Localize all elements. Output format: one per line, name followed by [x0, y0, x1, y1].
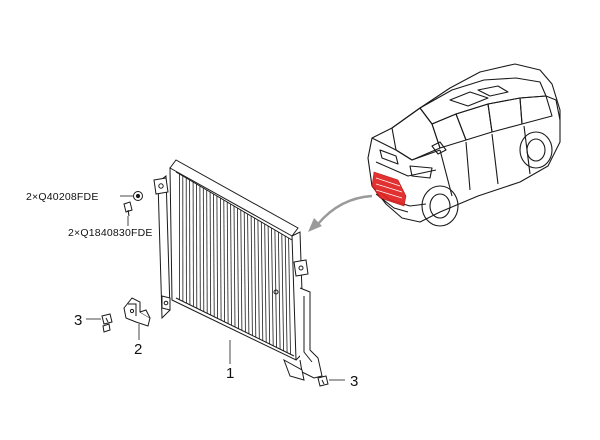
fin-line [240, 209, 243, 331]
fin-line [243, 211, 246, 333]
fin-line [254, 217, 257, 338]
fin-line [202, 187, 205, 312]
locator-arrow [308, 194, 373, 232]
lower-bolt-code-label: 2×Q1840830FDE [68, 227, 153, 239]
callout-2: 2 [134, 341, 142, 358]
fin-line [237, 207, 239, 329]
fin-line [271, 227, 274, 346]
fin-line [264, 223, 267, 343]
fin-line [281, 233, 284, 351]
fin-line [223, 199, 225, 322]
fin-line [288, 237, 291, 355]
mounting-bracket [123, 297, 151, 327]
fin-line [274, 229, 277, 348]
callout-3-left: 3 [74, 312, 82, 329]
fin-line [213, 193, 215, 317]
fin-line [250, 215, 253, 336]
fin-line [278, 231, 281, 350]
left-bolt-icon [101, 313, 113, 333]
right-bolt-icon [317, 375, 329, 387]
upper-nut-icon [133, 191, 143, 201]
vehicle-illustration [367, 63, 561, 227]
fin-line [209, 191, 212, 316]
fin-line [284, 235, 288, 353]
fin-line [226, 201, 229, 324]
condenser-fins [178, 173, 291, 355]
fin-line [230, 203, 232, 326]
upper-nut-code-label: 2×Q40208FDE [26, 191, 99, 203]
fin-line [216, 195, 218, 319]
fin-line [267, 225, 271, 345]
fin-line [233, 205, 236, 328]
fin-line [247, 213, 250, 334]
callout-3-right: 3 [350, 373, 358, 390]
condenser-assembly [153, 159, 323, 381]
lower-bolt-icon [123, 201, 133, 217]
fin-line [220, 197, 222, 321]
leader-lines [86, 195, 345, 381]
callout-1: 1 [226, 365, 234, 382]
fin-line [260, 221, 264, 341]
fin-line [206, 189, 208, 314]
grille-highlight [371, 171, 407, 207]
fin-line [257, 219, 260, 339]
